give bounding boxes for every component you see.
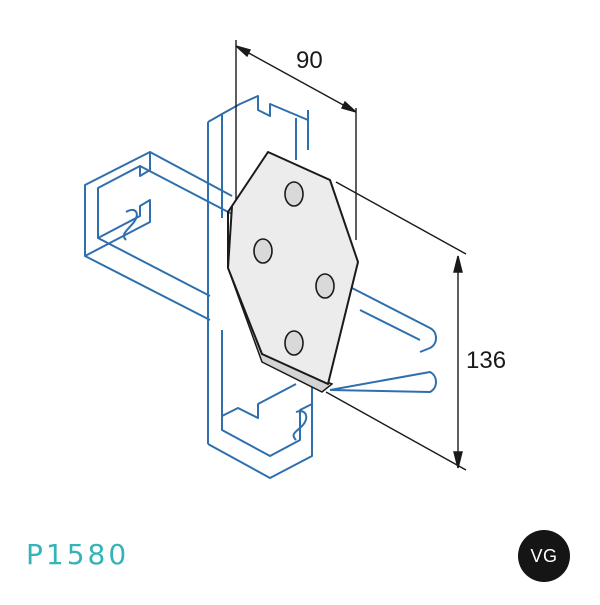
dimension-lines	[235, 40, 467, 471]
cross-plate	[227, 151, 359, 393]
height-arrow-bottom	[453, 451, 463, 469]
horizontal-channel-bottom-edge	[84, 255, 211, 321]
plate-body	[227, 151, 359, 385]
vertical-channel-top	[207, 95, 309, 123]
height-arrow-top	[453, 255, 463, 273]
horizontal-channel-bottom-inner-edge	[97, 237, 211, 297]
horizontal-channel-right-section	[329, 287, 437, 393]
width-arrow-right	[340, 100, 357, 113]
plate-hole-top	[284, 181, 304, 207]
height-extension-bottom	[325, 391, 467, 471]
vertical-channel-bottom-lip	[292, 410, 308, 441]
plate-left-thickness	[227, 205, 233, 268]
height-extension-top	[335, 181, 467, 255]
plate-hole-left	[253, 238, 273, 264]
vertical-channel	[122, 95, 313, 479]
brand-badge: VG	[518, 530, 570, 582]
plate-hole-right	[315, 273, 335, 299]
width-dimension-label: 90	[296, 47, 323, 74]
product-code: P1580	[26, 538, 130, 571]
horizontal-channel-end-profile	[84, 151, 151, 257]
vertical-channel-bottom-profile	[207, 383, 313, 479]
width-arrow-left	[235, 45, 252, 58]
horizontal-channel	[84, 151, 437, 393]
horizontal-channel-slot	[122, 208, 138, 241]
width-dimension-line	[235, 45, 357, 113]
horizontal-channel-top-edge	[149, 151, 233, 197]
horizontal-channel-lip-edge	[139, 165, 233, 215]
plate-holes	[253, 181, 335, 356]
plate-hole-bottom	[284, 330, 304, 356]
height-dimension-label: 136	[466, 347, 507, 374]
